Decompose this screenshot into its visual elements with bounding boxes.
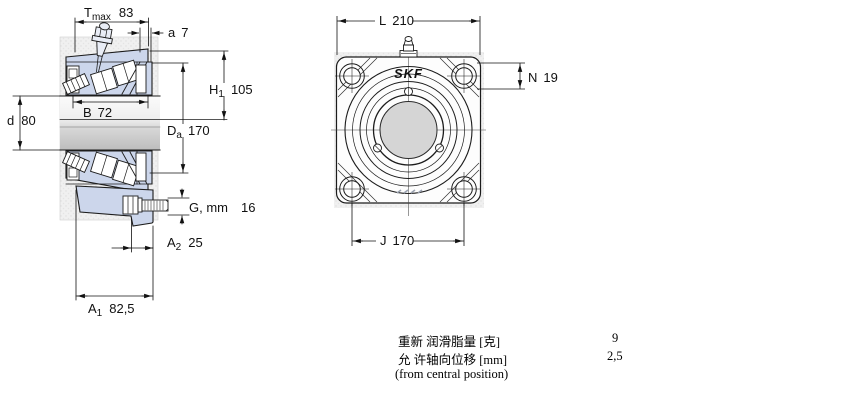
grease-fitting: [91, 22, 113, 73]
bolt-hole: [335, 59, 369, 93]
bore-circle: [379, 101, 438, 159]
dim-da: [149, 62, 189, 174]
housing-bottom: [62, 150, 153, 194]
dim-n: [477, 62, 525, 90]
flange-marking: [396, 189, 423, 194]
dim-a1: [75, 189, 154, 301]
skf-logo: SKF: [394, 66, 423, 81]
bolt-hole: [335, 172, 369, 206]
dim-da-label-bg: [165, 124, 206, 137]
bearing-internals: [62, 59, 148, 95]
dim-h1-label-bg: [206, 83, 248, 96]
dim-b: [72, 95, 149, 109]
shaft: [59, 95, 228, 151]
dim-tmax: [74, 17, 149, 53]
dim-g: [167, 188, 190, 225]
dim-d: [12, 95, 61, 151]
note-footnote: (from central position): [395, 367, 509, 381]
note-row-label: 允 许轴向位移 [mm]: [398, 353, 508, 367]
note-row-value: 9: [612, 331, 619, 345]
dim-a: [127, 27, 164, 62]
side-view: SKF: [331, 13, 558, 248]
mounting-bolt: [122, 195, 169, 215]
grease-nipple: [399, 36, 418, 58]
dim-l-label-bg: [375, 14, 412, 27]
dim-j-label-bg: [376, 234, 413, 247]
note-row-value: 2,5: [607, 349, 623, 363]
set-screws: [373, 87, 444, 153]
bolt-hole: [447, 172, 481, 206]
dim-a2: [111, 217, 154, 253]
bolt-holes: [335, 59, 481, 206]
note-row-label: 重新 润滑脂量 [克]: [398, 335, 501, 349]
housing-top: [62, 22, 153, 96]
bolt-hole: [447, 59, 481, 93]
